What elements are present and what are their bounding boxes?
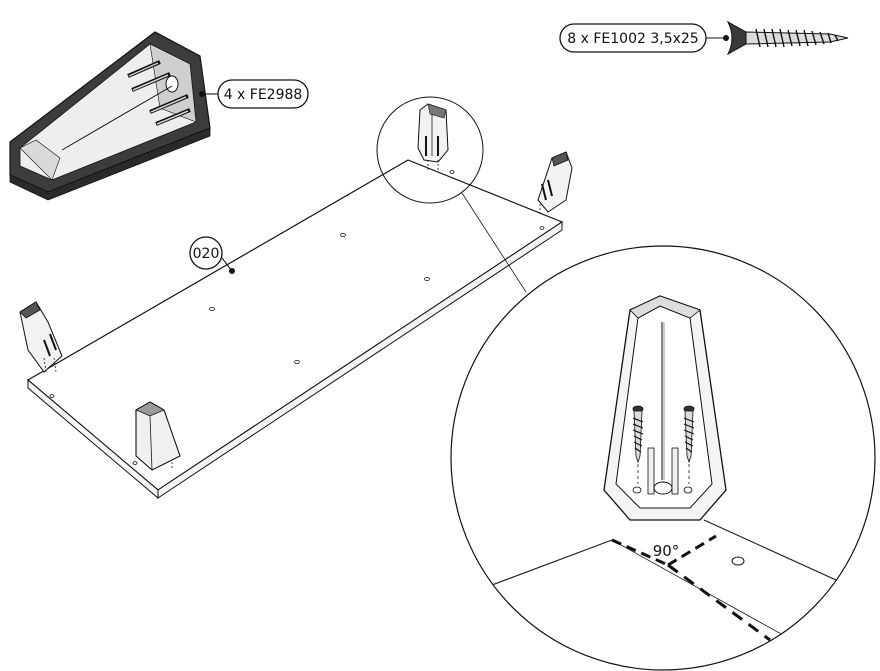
detail-circle-small — [376, 96, 484, 204]
detail-circle-large: 90° — [450, 245, 876, 671]
screw-callout-label: 8 x FE1002 3,5x25 — [567, 31, 698, 47]
panel-callout: 020 — [189, 236, 235, 274]
detail-screw-left — [632, 405, 644, 484]
bracket-left — [19, 301, 63, 373]
angle-label: 90° — [653, 542, 680, 560]
panel-020 — [26, 159, 564, 500]
bracket-front — [135, 401, 181, 471]
panel-callout-label: 020 — [193, 246, 220, 262]
screw-callout: 8 x FE1002 3,5x25 — [559, 23, 729, 53]
bracket-callout-label: 4 x FE2988 — [224, 87, 303, 103]
bracket-icon — [9, 31, 211, 201]
bracket-callout: 4 x FE2988 — [199, 79, 309, 109]
detail-screw-right — [683, 405, 695, 484]
bracket-right — [537, 151, 573, 214]
screw-icon — [726, 20, 849, 56]
